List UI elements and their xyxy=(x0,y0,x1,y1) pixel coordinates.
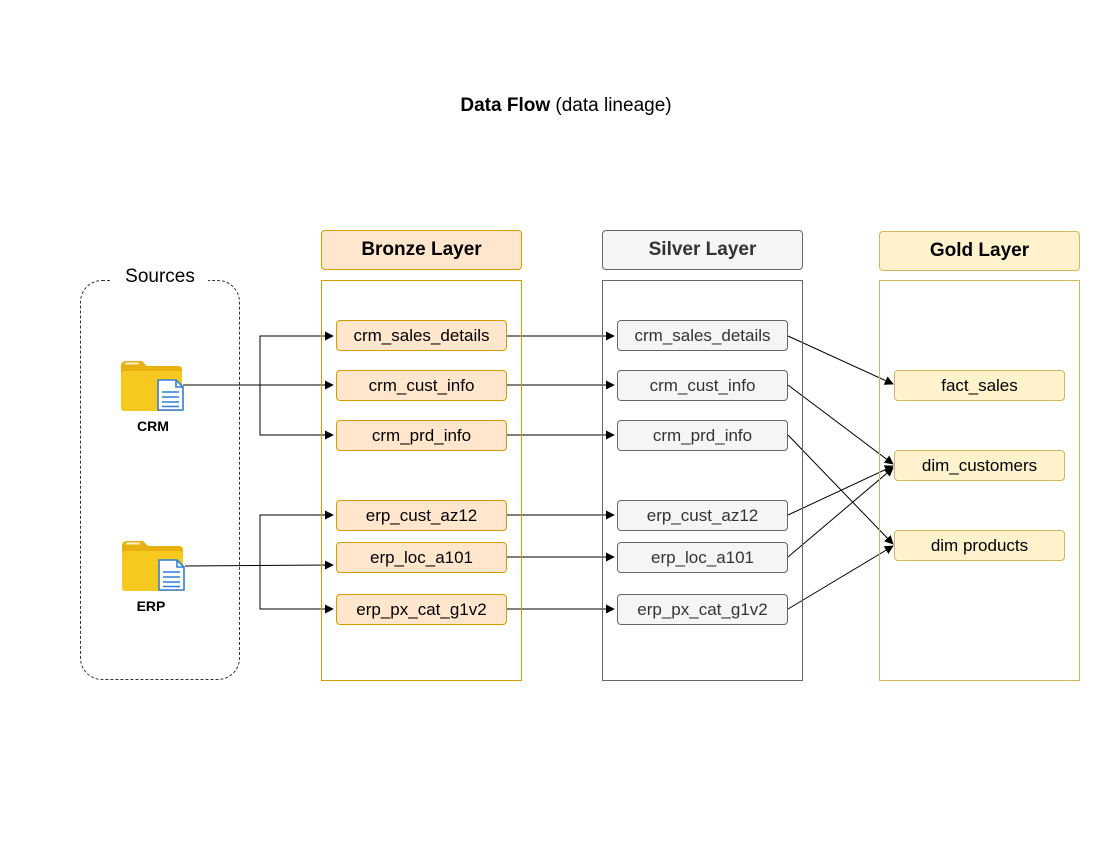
edge-sg-crm-prd-info xyxy=(787,434,894,545)
edge-sg-erp-px-cat-g1v2 xyxy=(787,545,894,610)
edge-sg-crm-sales-details xyxy=(787,335,894,385)
bronze-table-crm-sales-details: crm_sales_details xyxy=(336,320,507,351)
silver-table-crm-cust-info: crm_cust_info xyxy=(617,370,788,401)
gold-layer-header: Gold Layer xyxy=(879,231,1080,271)
silver-layer-container xyxy=(602,280,803,681)
edge-crm-crm-prd-info xyxy=(259,385,334,440)
erp-folder-document-icon xyxy=(122,541,185,591)
bronze-table-crm-prd-info: crm_prd_info xyxy=(336,420,507,451)
bronze-layer-header: Bronze Layer xyxy=(321,230,522,270)
title-bold: Data Flow xyxy=(460,95,551,116)
bronze-table-erp-px-cat-g1v2: erp_px_cat_g1v2 xyxy=(336,594,507,625)
bronze-table-crm-cust-info: crm_cust_info xyxy=(336,370,507,401)
crm-folder-document-icon xyxy=(121,361,184,411)
silver-table-erp-px-cat-g1v2: erp_px_cat_g1v2 xyxy=(617,594,788,625)
bronze-table-erp-loc-a101: erp_loc_a101 xyxy=(336,542,507,573)
edge-erp-erp-cust-az12 xyxy=(259,510,334,566)
bronze-table-erp-cust-az12: erp_cust_az12 xyxy=(336,500,507,531)
edge-sg-erp-cust-az12 xyxy=(787,465,894,516)
crm-caption: CRM xyxy=(137,418,169,434)
sources-label: Sources xyxy=(112,265,208,289)
gold-table-dim-customers: dim_customers xyxy=(894,450,1065,481)
edge-sg-crm-cust-info xyxy=(787,384,894,465)
diagram-title: Data Flow (data lineage) xyxy=(0,95,1100,117)
edge-sg-erp-loc-a101 xyxy=(787,467,894,558)
silver-table-erp-cust-az12: erp_cust_az12 xyxy=(617,500,788,531)
gold-table-dim-products: dim products xyxy=(894,530,1065,561)
silver-layer-header: Silver Layer xyxy=(602,230,803,270)
silver-table-erp-loc-a101: erp_loc_a101 xyxy=(617,542,788,573)
gold-table-fact-sales: fact_sales xyxy=(894,370,1065,401)
gold-layer-container xyxy=(879,280,1080,681)
erp-caption: ERP xyxy=(136,598,166,614)
edge-erp-erp-loc-a101 xyxy=(184,560,334,570)
edge-erp-erp-px-cat-g1v2 xyxy=(259,566,334,614)
title-rest: (data lineage) xyxy=(555,95,672,116)
silver-table-crm-sales-details: crm_sales_details xyxy=(617,320,788,351)
silver-table-crm-prd-info: crm_prd_info xyxy=(617,420,788,451)
sources-group xyxy=(80,280,240,680)
bronze-layer-container xyxy=(321,280,522,681)
